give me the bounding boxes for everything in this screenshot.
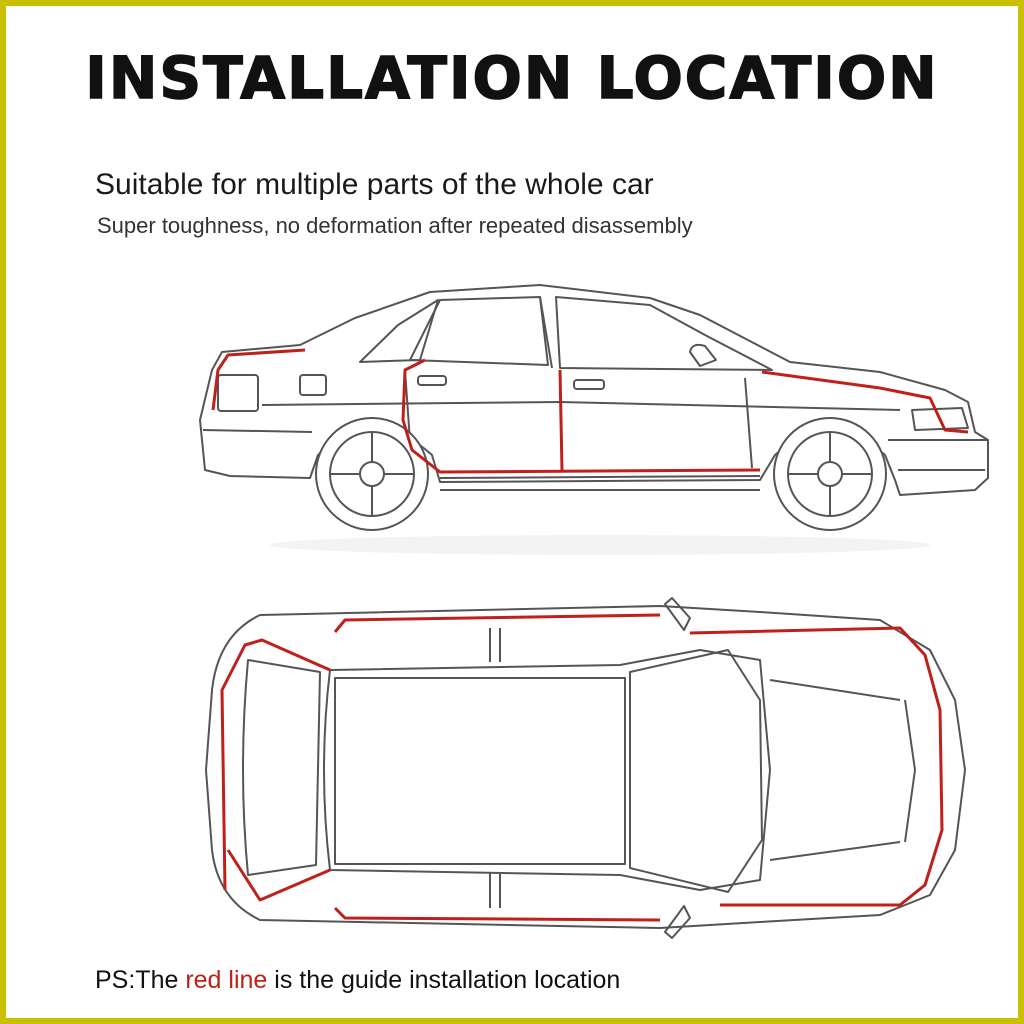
rear-bumper (202, 429, 313, 433)
front-door-handle (573, 379, 605, 390)
top-body-outline (205, 605, 966, 929)
ground-shadow (270, 535, 930, 555)
top-mirror-right (664, 905, 691, 939)
body-crease (261, 401, 901, 411)
note-suffix: is the guide installation location (267, 966, 621, 994)
car-top-view (205, 597, 966, 939)
feature-line: Super toughness, no deformation after re… (97, 213, 693, 238)
top-windshield (629, 649, 763, 893)
sill-line (439, 475, 761, 491)
top-mirror-left (664, 597, 691, 631)
front-bumper (888, 439, 988, 471)
pillar-lines (489, 628, 501, 908)
front-door-edge (744, 377, 753, 469)
b-pillar (539, 296, 553, 369)
side-mirror (689, 343, 717, 367)
front-door-window (555, 296, 773, 371)
installation-note: PS:The red line is the guide installatio… (95, 966, 620, 995)
front-wheel (773, 417, 887, 531)
tail-light (217, 374, 259, 412)
headlight (911, 407, 969, 431)
cabin-outline (323, 649, 771, 891)
top-guide-lines (220, 613, 944, 922)
roof-panel (334, 677, 626, 865)
top-rear-window (242, 659, 321, 876)
subtitle: Suitable for multiple parts of the whole… (95, 168, 654, 201)
fuel-cap (299, 374, 327, 396)
rear-wheel (315, 417, 429, 531)
side-guide-lines (211, 348, 969, 474)
sedan-side-view (199, 284, 989, 555)
rear-door-window (409, 296, 549, 366)
note-highlight: red line (185, 966, 268, 994)
hood-lines (769, 679, 916, 861)
page-title: INSTALLATION LOCATION (85, 43, 939, 113)
rear-window (359, 299, 439, 363)
rear-door-handle (417, 375, 447, 386)
note-prefix: PS:The (95, 966, 186, 994)
